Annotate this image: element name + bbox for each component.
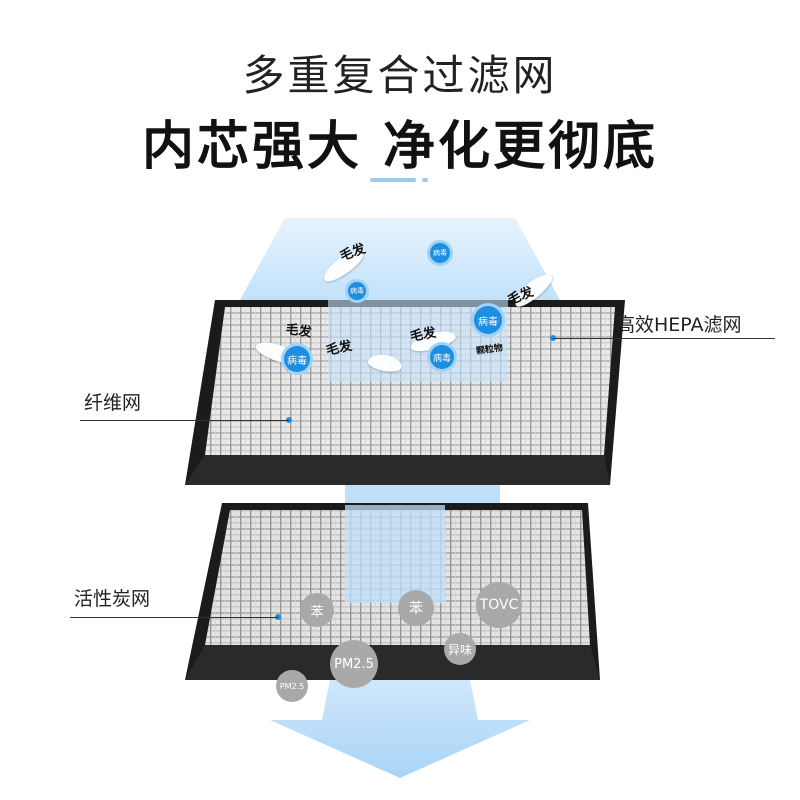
banner-subtitle: 多重复合过滤网 [242, 51, 558, 100]
virus-icon: 病毒 [430, 345, 454, 369]
fiber-pointer-dot [286, 417, 292, 423]
carbon-pointer-dot [275, 614, 281, 620]
fiber-callout-line [80, 420, 289, 421]
virus-icon: 病毒 [284, 346, 310, 372]
airflow-beam-mid [345, 485, 500, 505]
hepa-callout-line [553, 338, 775, 339]
benzene-particle: 苯 [300, 593, 334, 627]
virus-icon: 病毒 [474, 306, 502, 334]
banner-title: 内芯强大 净化更彻底 [141, 117, 659, 177]
hair-label: 毛发 [284, 322, 313, 341]
carbon-callout-label: 活性炭网 [74, 588, 151, 610]
airflow-beam-top [240, 218, 560, 300]
decorative-divider [370, 178, 430, 182]
airflow-arrow-down [270, 680, 530, 778]
hepa-callout-label: 高效HEPA滤网 [616, 314, 742, 336]
virus-icon: 病毒 [348, 282, 366, 300]
airflow-window-bottom [345, 505, 445, 603]
fiber-callout-label: 纤维网 [84, 392, 142, 414]
odor-particle: 异味 [444, 633, 476, 665]
carbon-filter-edge [185, 645, 600, 680]
hepa-filter-edge [185, 455, 610, 485]
pm25-particle-small: PM2.5 [276, 670, 308, 702]
pm25-particle-large: PM2.5 [330, 640, 378, 688]
benzene-particle: 苯 [398, 590, 434, 626]
tovc-particle: TOVC [476, 582, 522, 628]
carbon-callout-line [70, 617, 278, 618]
virus-icon: 病毒 [430, 243, 450, 263]
